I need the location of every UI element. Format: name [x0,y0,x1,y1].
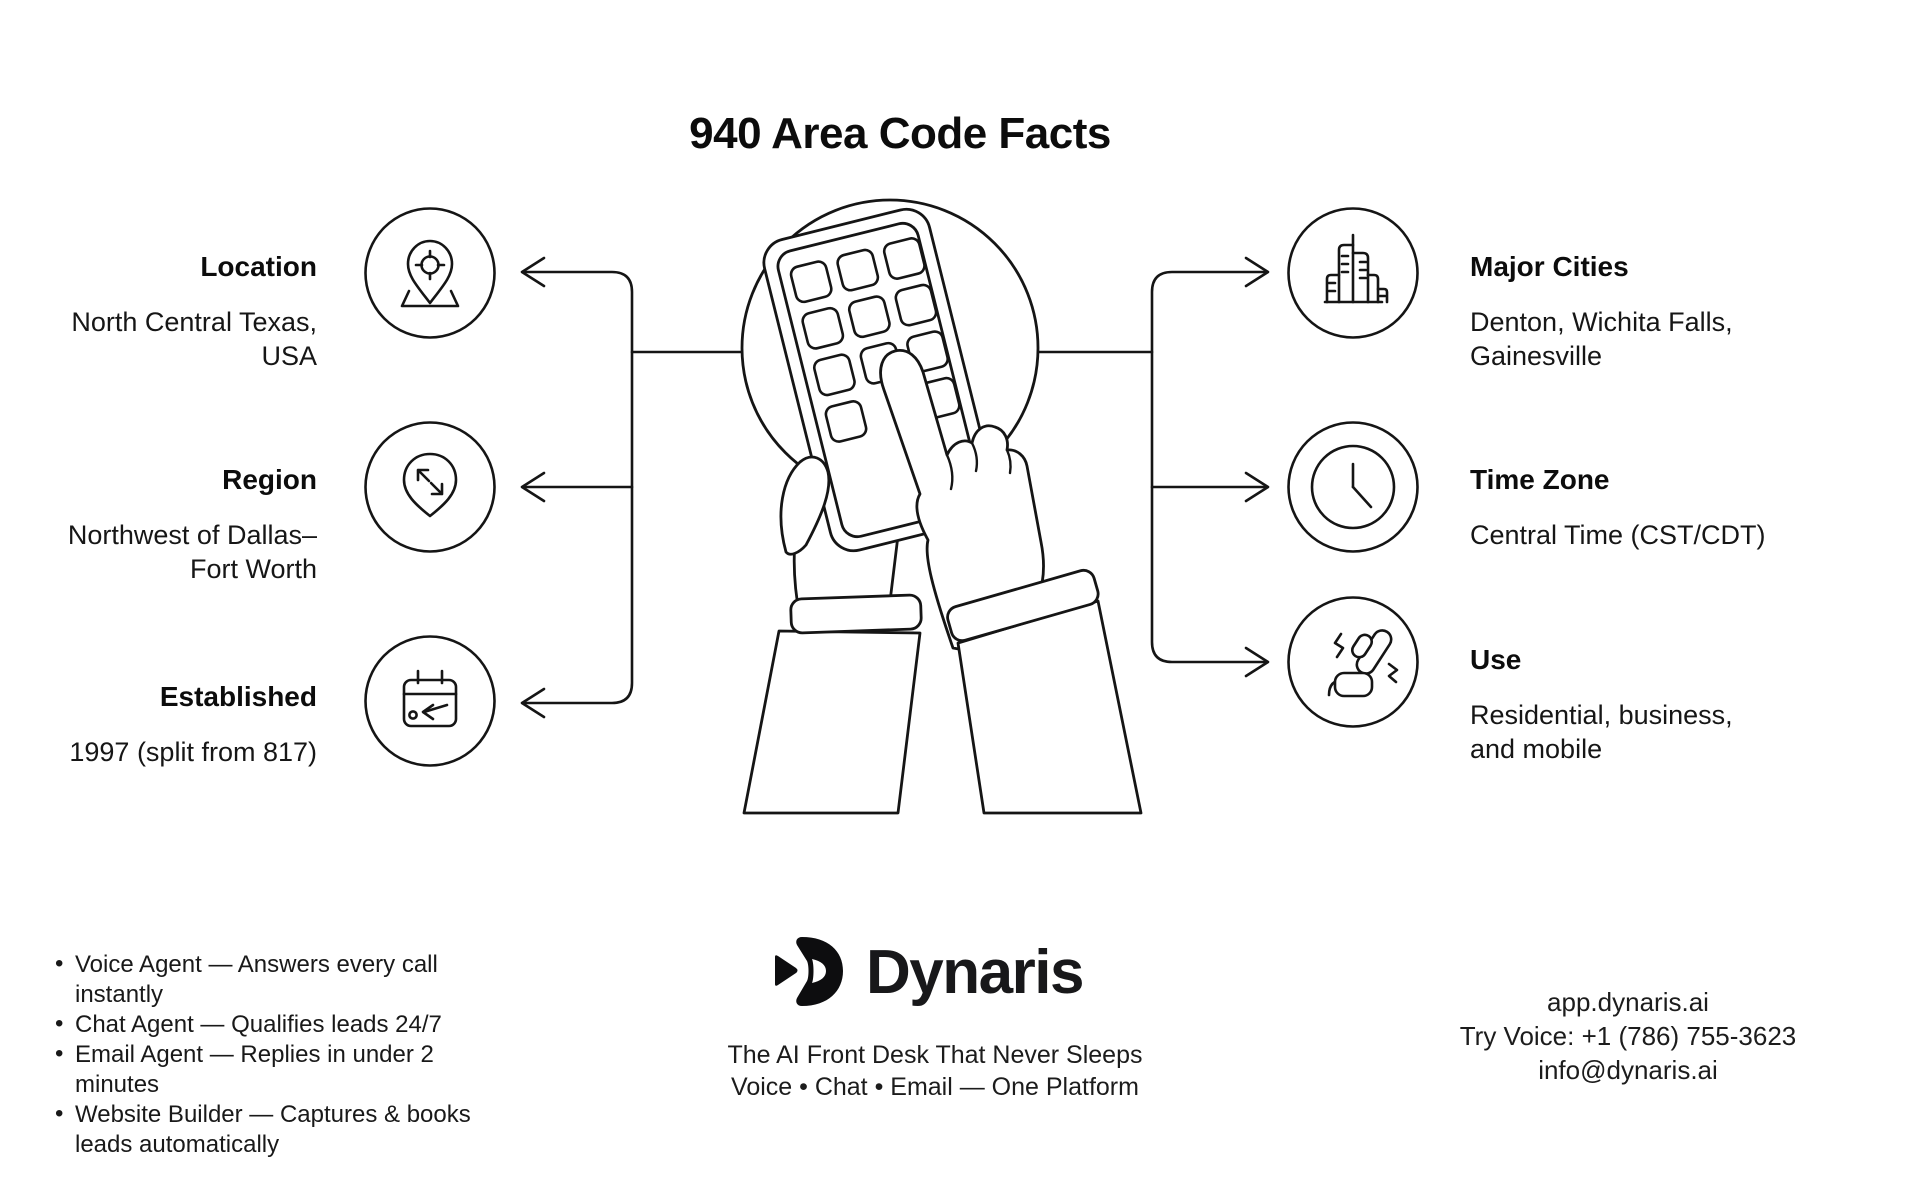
list-item: • Website Builder — Captures & books lea… [55,1100,507,1160]
fact-time-zone: Time Zone Central Time (CST/CDT) [1470,463,1910,552]
contact-email: info@dynaris.ai [1538,1055,1718,1085]
bullet-icon: • [55,950,64,977]
region-badge [362,419,498,555]
contact-website: app.dynaris.ai [1547,987,1709,1017]
list-item: • Chat Agent — Qualifies leads 24/7 [55,1010,507,1040]
feature-text: Email Agent — Replies in under 2 minutes [75,1041,434,1098]
list-item: • Email Agent — Replies in under 2 minut… [55,1040,507,1100]
ringing-phone-icon [1287,596,1419,728]
fact-label: Region [222,464,317,495]
location-badge [362,205,498,341]
fact-value: Northwest of Dallas– Fort Worth [67,520,317,584]
phone-hands-illustration [740,198,1143,815]
fact-region: Region Northwest of Dallas– Fort Worth [40,463,317,586]
tagline-primary: The AI Front Desk That Never Sleeps [727,1041,1143,1069]
calendar-back-arrow-icon [364,635,496,767]
fact-value: North Central Texas, USA [71,307,317,371]
fact-value: Residential, business, and mobile [1470,700,1733,764]
fact-label: Established [159,681,317,712]
feature-list: • Voice Agent — Answers every call insta… [55,950,507,1160]
fact-label: Time Zone [1470,464,1610,495]
feature-text: Voice Agent — Answers every call instant… [75,951,438,1008]
brand-taglines: The AI Front Desk That Never Sleeps Voic… [727,1039,1142,1103]
feature-text: Website Builder — Captures & books leads… [75,1101,471,1158]
dynaris-logo-icon [775,937,843,1006]
use-badge [1285,594,1421,730]
established-badge [362,633,498,769]
bullet-icon: • [55,1040,64,1067]
tagline-secondary: Voice • Chat • Email — One Platform [731,1073,1139,1101]
fact-label: Location [200,251,317,282]
connector-lines [520,256,1270,719]
map-pin-target-icon [364,207,496,339]
fact-major-cities: Major Cities Denton, Wichita Falls, Gain… [1470,250,1910,373]
clock-icon [1287,421,1419,553]
expand-pin-icon [364,421,496,553]
fact-established: Established 1997 (split from 817) [40,680,317,769]
feature-text: Chat Agent — Qualifies leads 24/7 [75,1011,442,1038]
brand-lockup: Dynaris [772,936,1084,1008]
page-title: 940 Area Code Facts [689,109,1111,159]
fact-label: Major Cities [1470,251,1629,282]
fact-value: 1997 (split from 817) [69,737,317,767]
fact-use: Use Residential, business, and mobile [1470,643,1910,766]
city-skyline-icon [1287,207,1419,339]
bullet-icon: • [55,1010,64,1037]
fact-label: Use [1470,644,1522,675]
brand-name: Dynaris [866,937,1084,1007]
list-item: • Voice Agent — Answers every call insta… [55,950,507,1010]
major-cities-badge [1285,205,1421,341]
fact-value: Central Time (CST/CDT) [1470,520,1766,550]
fact-location: Location North Central Texas, USA [40,250,317,373]
time-zone-badge [1285,419,1421,555]
contact-block: app.dynaris.ai Try Voice: +1 (786) 755-3… [1460,985,1797,1087]
fact-value: Denton, Wichita Falls, Gainesville [1470,307,1733,371]
contact-phone: Try Voice: +1 (786) 755-3623 [1459,1021,1797,1051]
bullet-icon: • [55,1100,64,1127]
